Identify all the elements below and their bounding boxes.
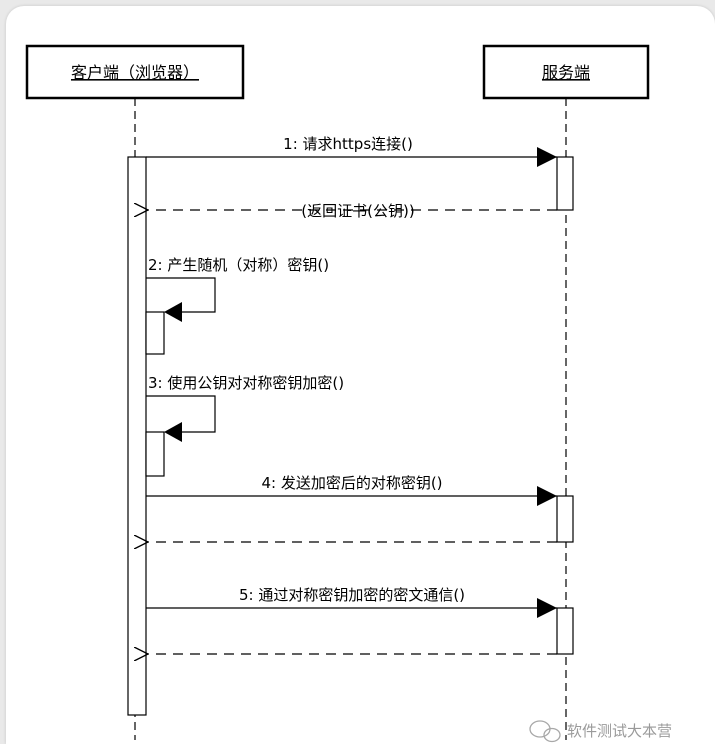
server-activation-2	[556, 495, 574, 543]
message-4-label: 4: 发送加密后的对称密钥()	[261, 474, 442, 492]
diagram-card: 客户端（浏览器） 服务端 1: 请求https连接() (返回证书(公钥)) 2…	[6, 6, 715, 744]
message-2-label: 2: 产生随机（对称）密钥()	[148, 256, 329, 274]
client-activation-bar	[127, 156, 147, 716]
watermark-text: 软件测试大本营	[567, 722, 672, 740]
actor-client-label: 客户端（浏览器）	[71, 63, 199, 82]
server-activation-1	[556, 156, 574, 211]
message-3-label: 3: 使用公钥对对称密钥加密()	[148, 374, 344, 392]
actor-client: 客户端（浏览器）	[25, 44, 245, 100]
actor-server-label: 服务端	[542, 63, 590, 82]
message-2-self-call	[145, 277, 216, 355]
sequence-diagram: 客户端（浏览器） 服务端 1: 请求https连接() (返回证书(公钥)) 2…	[25, 44, 672, 743]
wechat-icon	[529, 720, 561, 743]
message-1-label: 1: 请求https连接()	[283, 135, 413, 153]
server-activation-3	[556, 607, 574, 655]
watermark: 软件测试大本营	[529, 720, 672, 743]
message-5-label: 5: 通过对称密钥加密的密文通信()	[239, 586, 465, 604]
message-3-self-call	[145, 395, 216, 477]
return-1-label: (返回证书(公钥))	[301, 202, 414, 220]
actor-server: 服务端	[482, 44, 650, 100]
